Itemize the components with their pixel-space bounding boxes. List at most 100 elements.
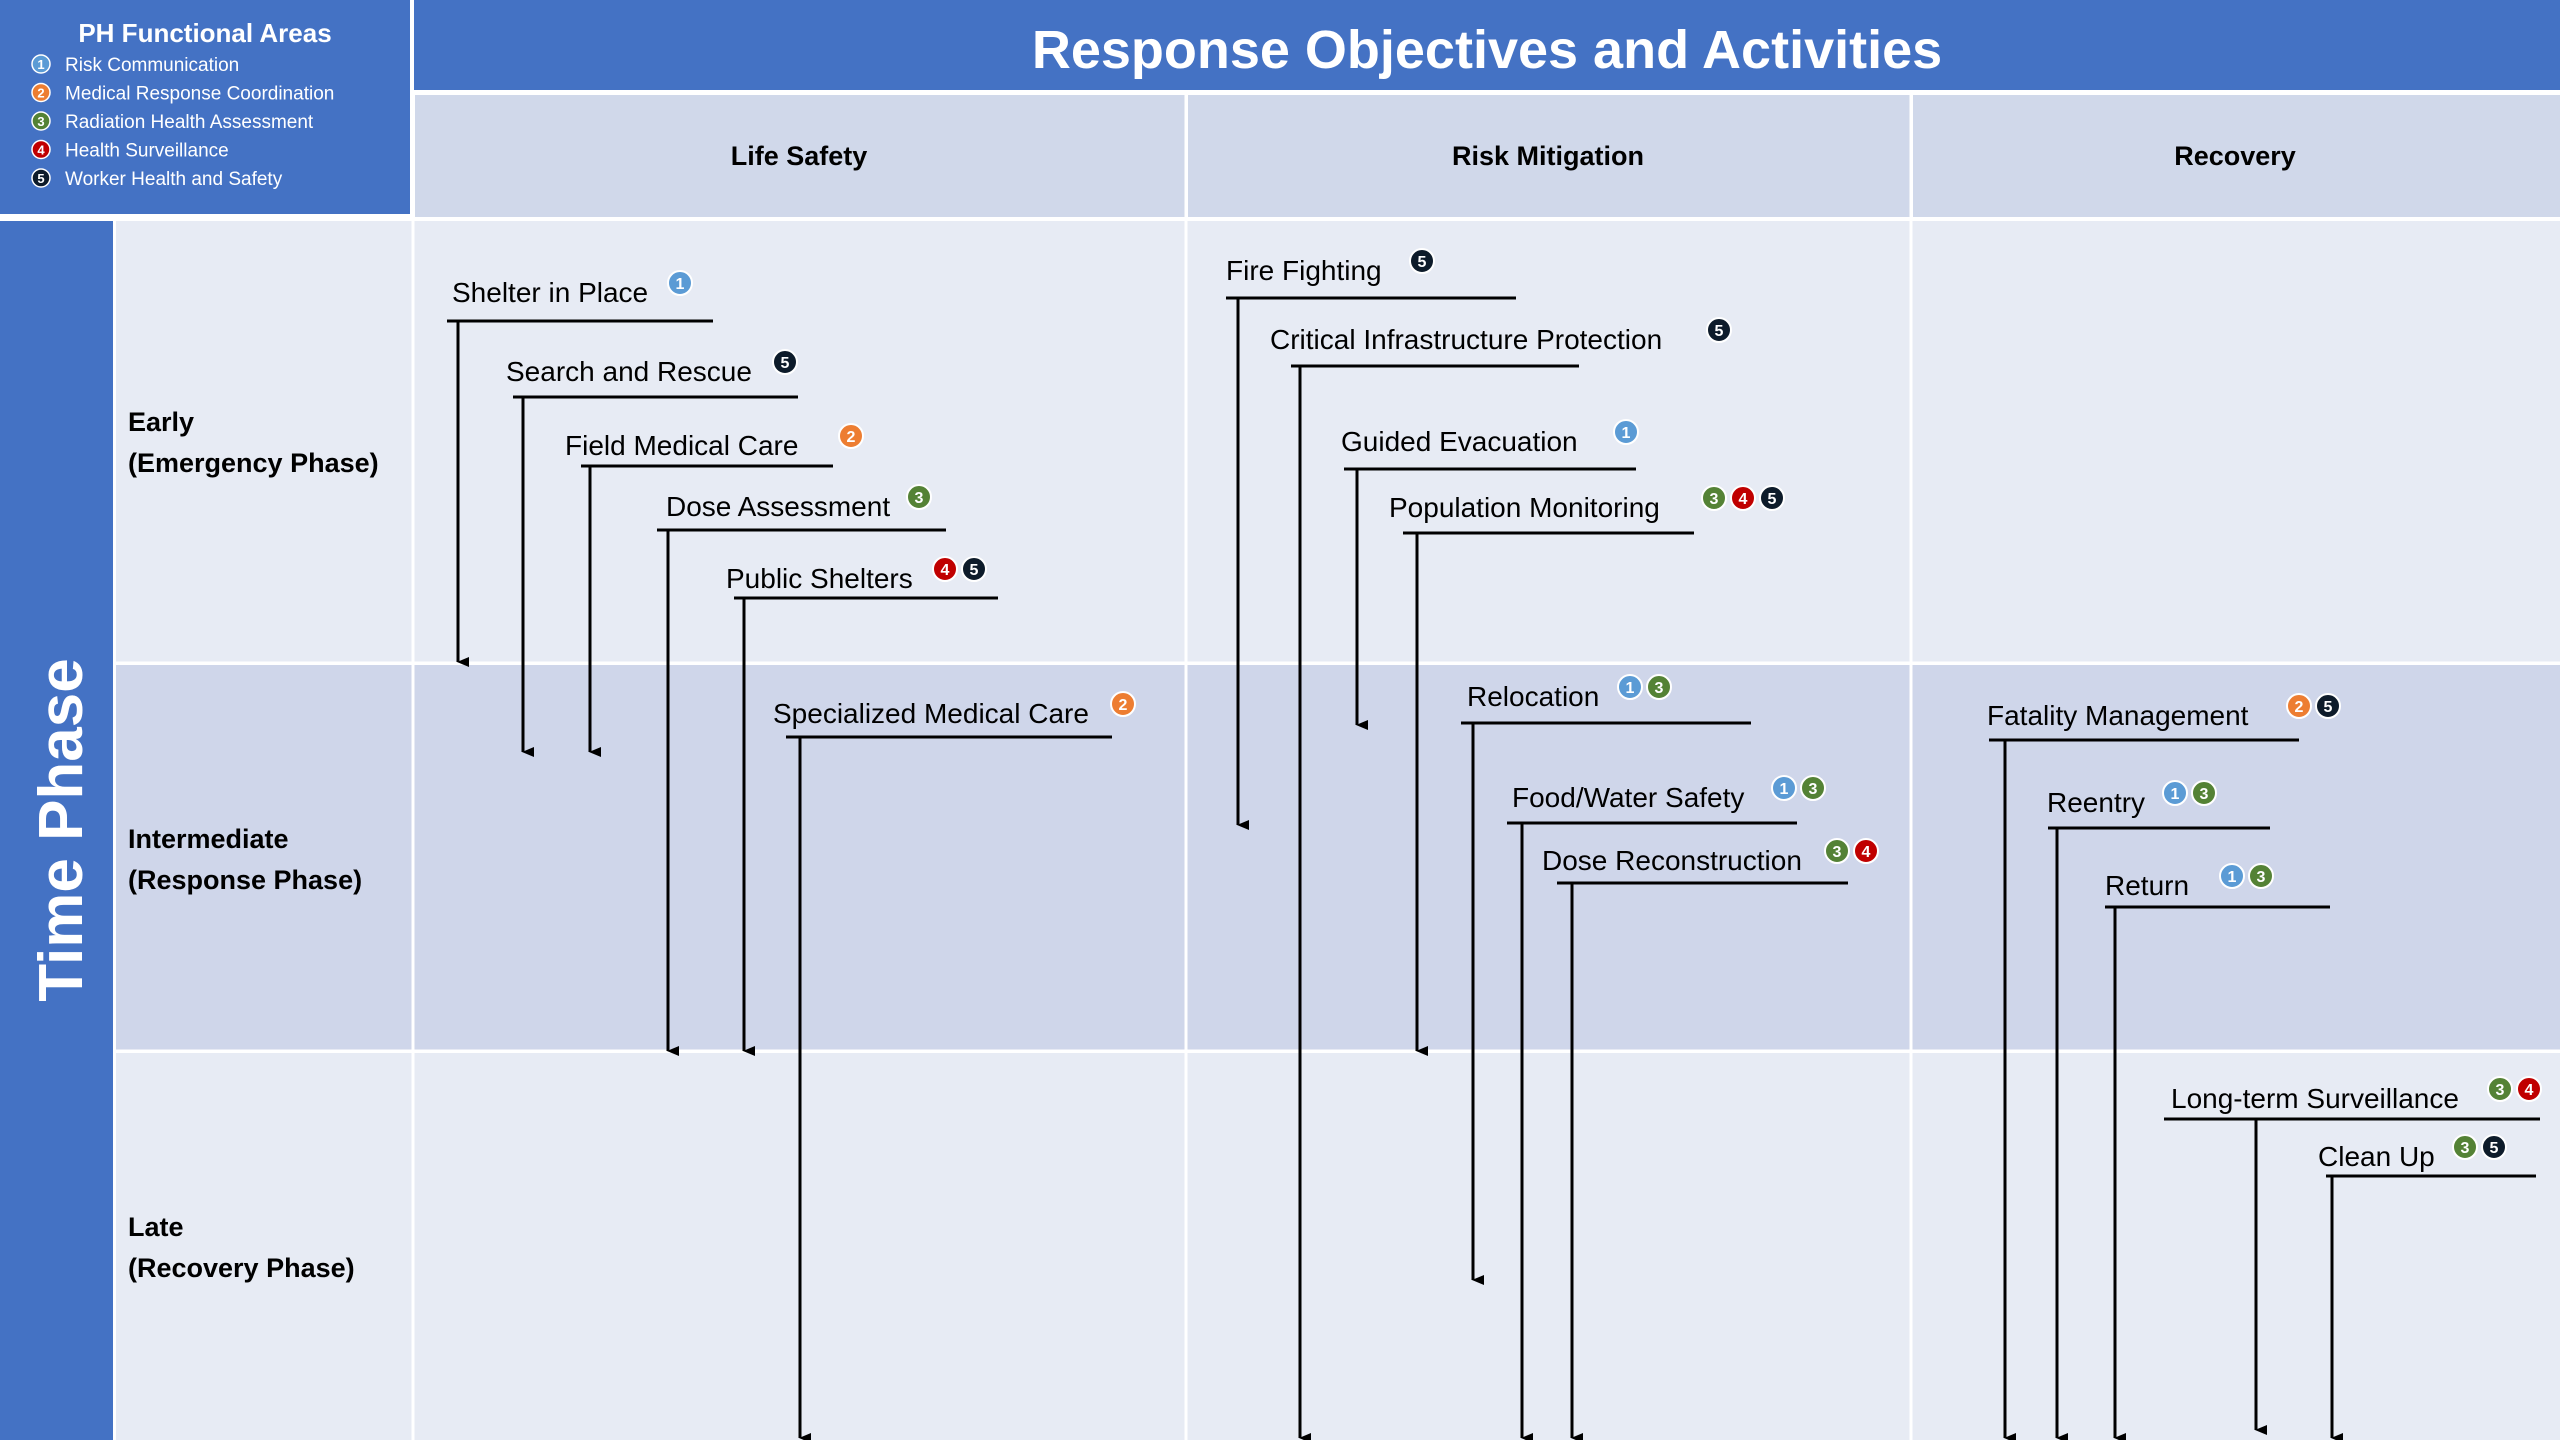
row-sublabel-intermediate: (Response Phase) <box>128 865 362 895</box>
row-late-band <box>116 1053 2560 1440</box>
legend-badge-icon <box>31 111 51 131</box>
functional-area-badge-number: 2 <box>1119 697 1128 714</box>
legend-item-label: Worker Health and Safety <box>65 169 283 190</box>
activity-label: Fire Fighting <box>1226 255 1382 286</box>
activity-label: Critical Infrastructure Protection <box>1270 324 1662 355</box>
activity-label: Guided Evacuation <box>1341 426 1578 457</box>
functional-area-badge-number: 3 <box>1833 844 1842 861</box>
functional-area-badge-icon <box>1617 674 1643 700</box>
legend-item-label: Medical Response Coordination <box>65 84 334 105</box>
functional-area-badge-icon <box>772 349 798 375</box>
legend-item: 3 Radiation Health Assessment <box>31 111 314 133</box>
functional-area-badge-number: 1 <box>2228 869 2237 886</box>
legend-item-label: Health Surveillance <box>65 141 229 162</box>
legend-badge-icon <box>31 168 51 188</box>
functional-area-badge-icon <box>1730 485 1756 511</box>
functional-area-badge-number: 4 <box>941 562 950 579</box>
functional-area-badge-number: 5 <box>2490 1140 2499 1157</box>
activity-label: Return <box>2105 870 2189 901</box>
time-phase-label: Time Phase <box>27 658 96 1001</box>
column-label-life-safety: Life Safety <box>731 141 868 171</box>
activity-label: Reentry <box>2047 787 2145 818</box>
column-label-risk-mitigation: Risk Mitigation <box>1452 141 1644 171</box>
functional-area-badge-number: 3 <box>2200 786 2209 803</box>
functional-area-badge-number: 2 <box>2295 699 2304 716</box>
functional-area-badge-number: 3 <box>1710 491 1719 508</box>
legend-badge-number: 1 <box>37 57 44 72</box>
activity: Fire Fighting 5 <box>1226 248 1516 830</box>
functional-area-badge-icon <box>2487 1076 2513 1102</box>
functional-area-badge-number: 5 <box>781 355 790 372</box>
functional-area-badge-number: 3 <box>2257 869 2266 886</box>
functional-area-badge-icon <box>961 556 987 582</box>
activity-label: Food/Water Safety <box>1512 782 1744 813</box>
functional-area-badge-icon <box>1409 248 1435 274</box>
title-bar <box>414 0 2560 90</box>
functional-area-badge-number: 5 <box>1715 323 1724 340</box>
functional-area-badge-number: 3 <box>2496 1082 2505 1099</box>
functional-area-badge-number: 4 <box>1862 844 1871 861</box>
functional-area-badge-icon <box>1771 775 1797 801</box>
functional-area-badge-number: 4 <box>1739 491 1748 508</box>
functional-area-badge-icon <box>1706 317 1732 343</box>
functional-area-badge-icon <box>1701 485 1727 511</box>
row-label-intermediate: Intermediate <box>128 824 289 854</box>
functional-area-badge-number: 5 <box>1418 254 1427 271</box>
activity: Population Monitoring 3 4 5 <box>1389 485 1785 1056</box>
activity-label: Field Medical Care <box>565 430 798 461</box>
legend-badge-number: 5 <box>37 171 44 186</box>
column-header-life-safety <box>415 95 1185 217</box>
functional-area-badge-number: 5 <box>2324 699 2333 716</box>
row-sublabel-late: (Recovery Phase) <box>128 1253 355 1283</box>
functional-area-badge-number: 5 <box>970 562 979 579</box>
legend-badge-icon <box>31 139 51 160</box>
functional-area-badge-icon <box>2516 1076 2542 1102</box>
time-phase-bar <box>0 221 113 1440</box>
functional-area-badge-icon <box>906 484 932 510</box>
functional-area-badge-icon <box>1824 838 1850 864</box>
legend-item-label: Risk Communication <box>65 55 239 76</box>
legend-badge-icon <box>31 54 51 74</box>
legend-item-label: Radiation Health Assessment <box>65 112 314 133</box>
functional-area-badge-icon <box>2481 1134 2507 1160</box>
activity: Food/Water Safety 1 3 <box>1507 775 1826 1440</box>
legend-item: 1 Risk Communication <box>31 54 239 76</box>
functional-area-badge-icon <box>2162 780 2188 806</box>
legend-title: PH Functional Areas <box>78 18 331 48</box>
functional-area-badge-number: 3 <box>2461 1140 2470 1157</box>
row-label-late: Late <box>128 1212 184 1242</box>
functional-area-badge-number: 5 <box>1768 491 1777 508</box>
activity-label: Dose Assessment <box>666 491 890 522</box>
activity-label: Population Monitoring <box>1389 492 1660 523</box>
activity: Guided Evacuation 1 <box>1341 419 1639 730</box>
legend-item: 5 Worker Health and Safety <box>31 168 283 190</box>
functional-area-badge-icon <box>2191 780 2217 806</box>
functional-area-badge-number: 1 <box>1780 781 1789 798</box>
functional-area-badge-number: 1 <box>1622 425 1631 442</box>
legend-panel <box>0 0 410 214</box>
legend-badge-number: 3 <box>37 114 44 129</box>
functional-area-badge-icon <box>2315 693 2341 719</box>
activity-label: Shelter in Place <box>452 277 648 308</box>
row-sublabel-early: (Emergency Phase) <box>128 448 379 478</box>
functional-area-badge-number: 3 <box>915 490 924 507</box>
functional-area-badge-icon <box>1853 838 1879 864</box>
functional-area-badge-number: 3 <box>1809 781 1818 798</box>
activity-label: Fatality Management <box>1987 700 2249 731</box>
functional-area-badge-icon <box>2286 693 2312 719</box>
functional-area-badge-icon <box>2248 863 2274 889</box>
functional-area-badge-icon <box>1759 485 1785 511</box>
column-header-risk-mitigation <box>1188 95 1910 217</box>
page-title: Response Objectives and Activities <box>1032 20 1942 80</box>
